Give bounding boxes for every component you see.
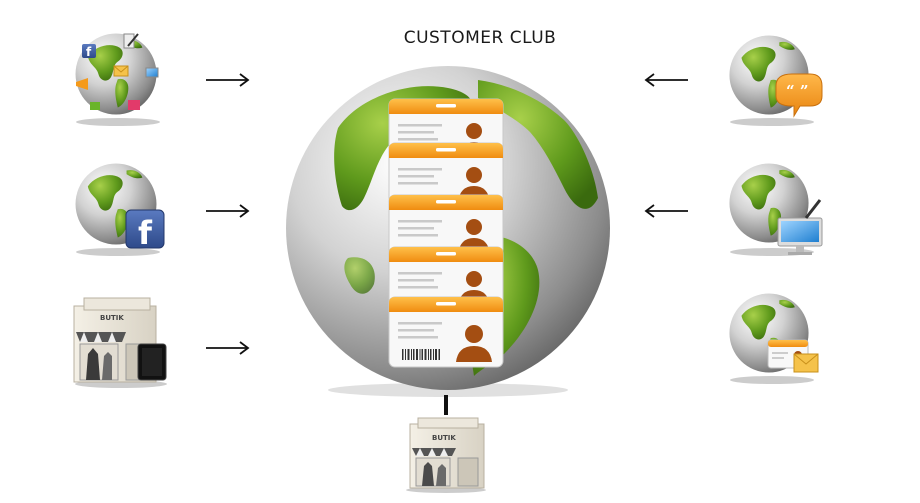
email-icon bbox=[113, 65, 129, 77]
social-media-globe: f bbox=[75, 33, 160, 126]
arrow-left bbox=[644, 73, 688, 87]
store-sign: BUTIK bbox=[100, 314, 124, 322]
facebook-globe: f bbox=[75, 163, 165, 256]
member-card-stack bbox=[388, 98, 504, 368]
photo-icon bbox=[90, 100, 140, 110]
arrow-left bbox=[644, 204, 688, 218]
retail-store: BUTIK bbox=[73, 297, 167, 388]
chat-bubble-icon: “ ” bbox=[775, 73, 823, 118]
barcode-icon bbox=[402, 349, 440, 360]
envelope-icon bbox=[793, 353, 819, 373]
chat-globe: “ ” bbox=[729, 35, 823, 126]
svg-text:“ ”: “ ” bbox=[786, 82, 808, 100]
monitor-icon bbox=[145, 67, 159, 78]
svg-text:f: f bbox=[138, 214, 153, 252]
member-card bbox=[388, 194, 504, 256]
monitor-icon bbox=[777, 199, 823, 255]
megaphone-icon bbox=[76, 78, 88, 90]
facebook-icon: f bbox=[125, 209, 165, 252]
member-card-front bbox=[388, 296, 504, 368]
connector-line bbox=[444, 395, 448, 415]
arrow-right bbox=[206, 204, 250, 218]
arrow-right bbox=[206, 341, 250, 355]
pencil-icon bbox=[123, 33, 139, 49]
facebook-icon: f bbox=[82, 44, 96, 59]
web-globe bbox=[729, 163, 823, 256]
svg-text:f: f bbox=[86, 45, 92, 59]
diagram-title: CUSTOMER CLUB bbox=[403, 28, 557, 48]
member-card-globe bbox=[729, 293, 819, 384]
arrow-right bbox=[206, 73, 250, 87]
bottom-store-icon: BUTIK bbox=[406, 417, 486, 493]
store-sign: BUTIK bbox=[432, 434, 456, 442]
tablet-icon bbox=[137, 343, 167, 381]
